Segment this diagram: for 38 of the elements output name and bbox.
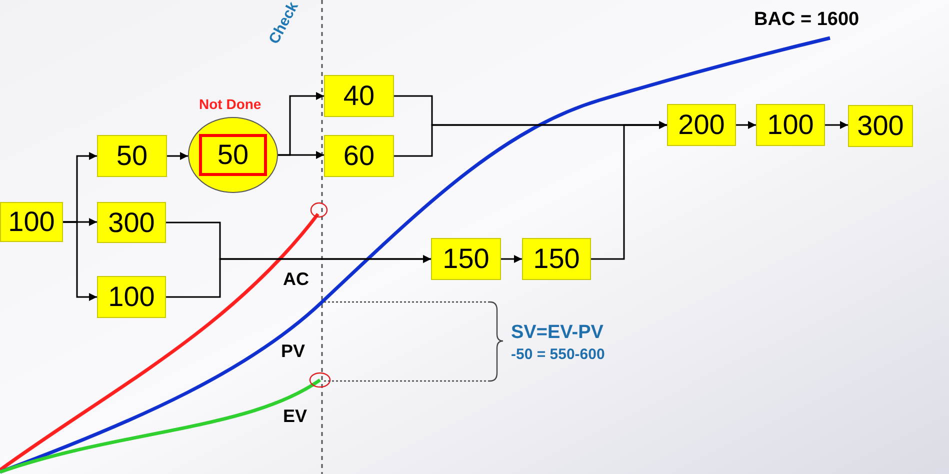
node-value: 100 <box>767 111 814 139</box>
process-box <box>522 238 591 280</box>
process-box <box>324 75 394 117</box>
node-value: 200 <box>678 111 725 139</box>
node-caption: Not Done <box>199 95 262 114</box>
curve-label: BAC = 1600 <box>754 8 860 32</box>
node-value: 300 <box>857 112 904 140</box>
process-box <box>431 238 501 280</box>
node-value: 50 <box>217 141 249 169</box>
arrow <box>825 121 848 129</box>
formula-text: SV=EV-PV <box>511 321 604 345</box>
node-value: 150 <box>442 245 490 273</box>
curve-label: EV <box>283 405 308 428</box>
node-value: 150 <box>533 245 580 273</box>
node-value: 40 <box>343 82 375 110</box>
process-box <box>324 135 394 177</box>
node-value: 50 <box>116 142 148 170</box>
arrow <box>591 121 667 260</box>
node-value: 60 <box>343 142 375 170</box>
arrow <box>501 255 522 263</box>
process-box <box>97 202 166 243</box>
arrow <box>167 152 188 160</box>
process-box <box>667 104 736 146</box>
node-value: 100 <box>108 283 155 311</box>
node-value: 300 <box>108 208 155 236</box>
arrow <box>278 151 324 159</box>
formula-text: -50 = 550-600 <box>511 346 605 365</box>
arrow <box>736 121 756 129</box>
node-value: 100 <box>8 208 55 236</box>
curve-label: PV <box>281 340 306 362</box>
arrow <box>166 255 431 298</box>
process-box <box>97 276 166 318</box>
arrow <box>63 221 97 301</box>
curve-label: AC <box>283 268 309 290</box>
process-box <box>756 104 825 146</box>
process-box <box>97 135 167 177</box>
process-box <box>848 105 913 147</box>
process-box <box>0 202 63 242</box>
